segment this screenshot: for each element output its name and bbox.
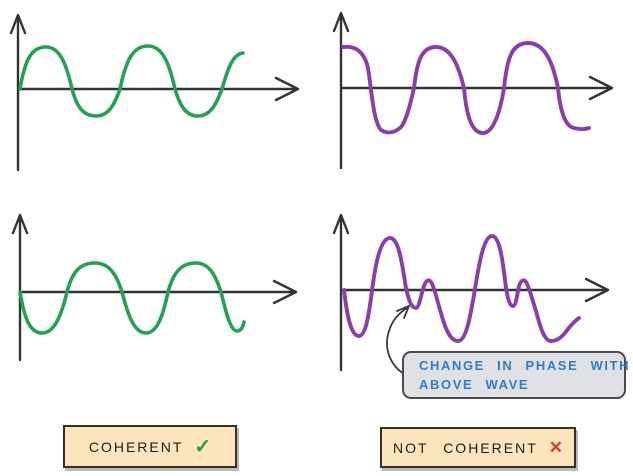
panel-bottom-left [11,213,298,362]
callout-arrowhead-icon [396,305,410,319]
cross-mark-icon: ✕ [548,438,563,457]
x-axis-arrowhead-icon [584,277,610,303]
y-axis-arrowhead-icon [9,13,27,35]
callout-arrow-curve [386,307,408,376]
purple-wave-bottom-irregular [342,234,581,343]
coherent-label: COHERENT [88,438,184,455]
coherent-label-box: COHERENT ✓ [63,425,237,468]
not-coherent-label: NOT COHERENT [393,439,538,456]
y-axis-arrowhead-icon [11,213,29,235]
y-axis-arrowhead-icon [332,213,350,235]
green-wave-bottom [18,261,246,335]
check-mark-icon: ✓ [194,435,212,458]
y-axis-arrowhead-icon [332,11,350,33]
not-coherent-label-box: NOT COHERENT ✕ [380,427,576,468]
panel-top-right [332,11,614,170]
x-axis-arrowhead-icon [272,279,298,305]
panel-bottom-right [332,213,610,372]
annotation-line-2: ABOVE WAVE [419,377,530,392]
purple-wave-top [341,41,591,135]
x-axis-arrowhead-icon [274,76,300,102]
x-axis-arrowhead-icon [588,75,614,101]
annotation-line-1: CHANGE IN PHASE WITH [419,358,631,373]
annotation-box: CHANGE IN PHASE WITH ABOVE WAVE [402,351,631,399]
panel-top-left [9,13,300,172]
green-wave-top [18,44,245,118]
